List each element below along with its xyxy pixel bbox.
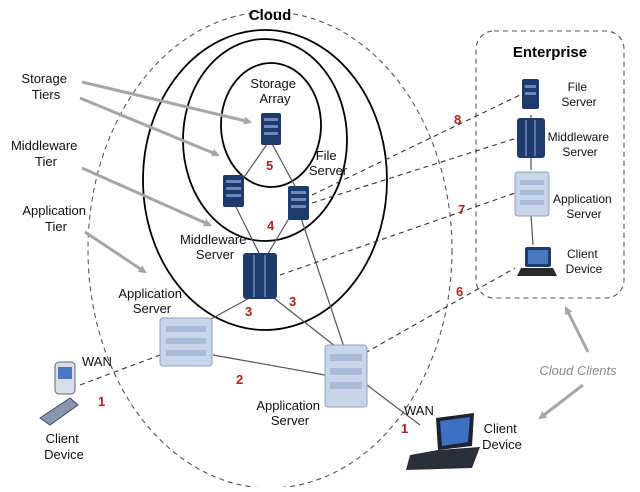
link-number-1-left: 1 (98, 394, 105, 409)
file-server-icon (288, 186, 309, 220)
client-phone-icon (39, 361, 79, 426)
cloud-title: Cloud (249, 7, 292, 24)
file-server-label: File Server (309, 148, 348, 178)
link-number-3-right: 3 (289, 294, 296, 309)
link-number-4: 4 (267, 218, 275, 233)
client-device-right-label: Client Device (482, 421, 522, 452)
enterprise-title: Enterprise (513, 44, 587, 61)
client-device-left-label: Client Device (44, 431, 84, 462)
enterprise-application-server-label: Application Server (553, 192, 615, 221)
application-server-left-icon (159, 317, 213, 367)
enterprise-middleware-server-label: Middleware Server (548, 130, 613, 159)
label-arrows (79, 80, 590, 420)
enterprise-client-device-label: Client Device (566, 247, 603, 276)
application-tier-ring (142, 29, 388, 331)
storage-array-label: Storage Array (250, 76, 299, 106)
link-number-6: 6 (456, 284, 463, 299)
cloud-boundary (87, 11, 453, 489)
enterprise-boundary (475, 30, 625, 299)
link-number-2: 2 (236, 372, 243, 387)
middleware-tier-label: Middleware Tier (11, 138, 81, 169)
enterprise-client-laptop-icon (517, 247, 557, 276)
enterprise-middleware-server-icon (517, 118, 545, 158)
cloud-client-links (79, 94, 521, 386)
application-server-bottom-label: Application Server (256, 398, 323, 428)
middleware-server-icon (243, 253, 277, 299)
link-number-8: 8 (454, 112, 461, 127)
wan-left-label: WAN (82, 354, 112, 369)
storage-array-icon (261, 113, 281, 145)
storage-tier-ring (220, 62, 322, 188)
application-tier-label: Application Tier (22, 203, 89, 234)
wan-right-label: WAN (404, 403, 434, 418)
link-number-3-left: 3 (245, 304, 252, 319)
storage-tiers-label: Storage Tiers (21, 71, 70, 102)
middleware-server-label: Middleware Server (180, 232, 250, 262)
storage-server-icon (223, 175, 244, 207)
application-server-right-icon (324, 344, 368, 408)
cloud-clients-label: Cloud Clients (539, 363, 617, 378)
link-number-7: 7 (458, 202, 465, 217)
client-laptop-icon (406, 413, 480, 470)
enterprise-file-server-label: File Server (561, 80, 596, 109)
application-server-top-label: Application Server (118, 286, 185, 316)
enterprise-application-server-icon (514, 171, 550, 217)
enterprise-file-server-icon (522, 79, 539, 109)
link-number-5: 5 (266, 158, 273, 173)
link-number-1-right: 1 (401, 421, 408, 436)
